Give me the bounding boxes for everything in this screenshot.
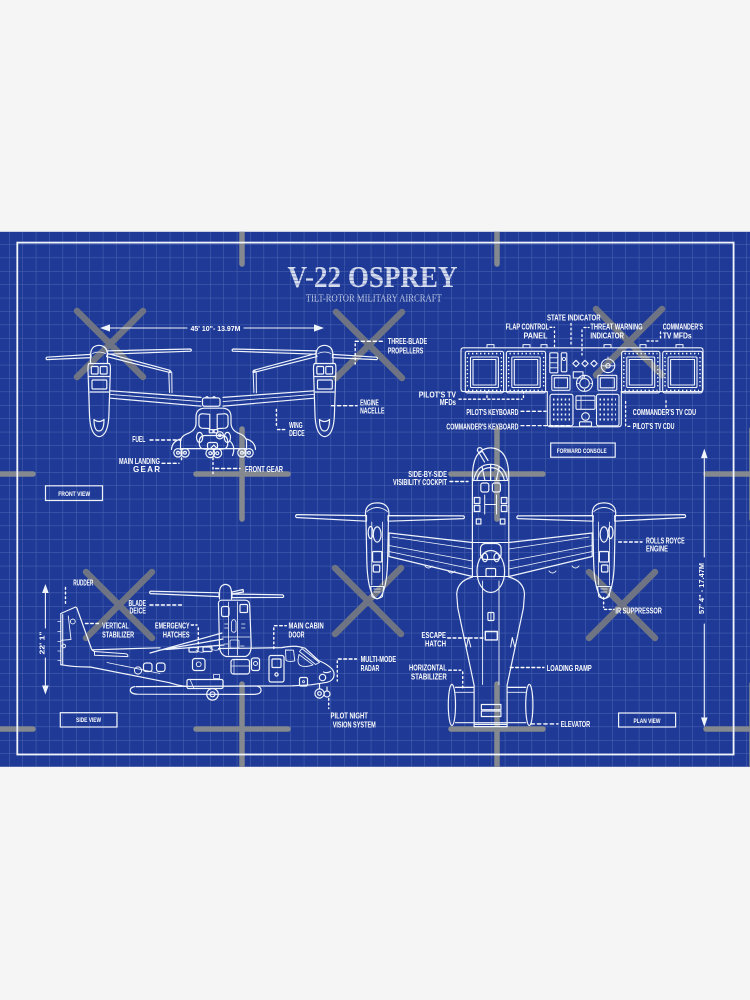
svg-text:DEICE: DEICE	[130, 607, 147, 616]
svg-text:PILOT'S TV CDU: PILOT'S TV CDU	[633, 422, 675, 431]
svg-text:IR SUPPRESSOR: IR SUPPRESSOR	[615, 606, 662, 615]
svg-text:PROPELLERS: PROPELLERS	[388, 347, 424, 356]
svg-text:INDICATOR: INDICATOR	[590, 332, 624, 341]
svg-text:TV MFDs: TV MFDs	[663, 332, 692, 341]
svg-text:22' 1": 22' 1"	[38, 631, 47, 655]
svg-text:DOOR: DOOR	[289, 631, 305, 640]
svg-text:HORIZONTAL: HORIZONTAL	[409, 664, 447, 673]
svg-text:SIDE-BY-SIDE: SIDE-BY-SIDE	[408, 470, 447, 479]
svg-text:LOADING RAMP: LOADING RAMP	[547, 664, 592, 673]
svg-text:SIDE VIEW: SIDE VIEW	[76, 717, 101, 724]
svg-text:VERTICAL: VERTICAL	[102, 621, 129, 630]
svg-text:WING: WING	[289, 421, 303, 430]
svg-text:COMMANDER'S: COMMANDER'S	[663, 322, 704, 331]
svg-text:MULTI-MODE: MULTI-MODE	[361, 655, 397, 664]
svg-text:MAIN CABIN: MAIN CABIN	[289, 622, 324, 631]
svg-text:DEICE: DEICE	[289, 429, 305, 438]
svg-text:THREE-BLADE: THREE-BLADE	[388, 337, 428, 346]
svg-text:45' 10"- 13.97M: 45' 10"- 13.97M	[191, 324, 241, 333]
svg-text:COMMANDER'S KEYBOARD: COMMANDER'S KEYBOARD	[446, 422, 518, 431]
svg-text:RADAR: RADAR	[361, 664, 380, 673]
svg-text:GEAR: GEAR	[133, 465, 160, 474]
svg-text:ENGINE: ENGINE	[360, 398, 379, 407]
svg-text:FUEL: FUEL	[132, 435, 145, 444]
svg-text:FLAP CONTROL: FLAP CONTROL	[506, 322, 549, 331]
svg-text:PILOT'S KEYBOARD: PILOT'S KEYBOARD	[466, 408, 518, 417]
svg-text:HATCH: HATCH	[425, 639, 446, 648]
svg-text:VISION SYSTEM: VISION SYSTEM	[333, 721, 376, 730]
svg-text:MAIN LANDING: MAIN LANDING	[119, 457, 160, 466]
svg-text:ELEVATOR: ELEVATOR	[561, 720, 591, 729]
svg-text:NACELLE: NACELLE	[360, 406, 385, 415]
svg-text:COMMANDER'S TV CDU: COMMANDER'S TV CDU	[633, 408, 696, 417]
svg-text:PILOT'S TV: PILOT'S TV	[419, 391, 457, 400]
svg-text:ENGINE: ENGINE	[646, 544, 668, 553]
svg-text:BLADE: BLADE	[129, 599, 147, 608]
svg-text:PANEL: PANEL	[524, 332, 548, 341]
svg-text:ROLLS ROYCE: ROLLS ROYCE	[646, 536, 685, 545]
svg-text:MFDs: MFDs	[440, 398, 457, 407]
svg-text:STATE INDICATOR: STATE INDICATOR	[547, 313, 601, 322]
svg-text:FRONT VIEW: FRONT VIEW	[58, 491, 90, 498]
svg-text:THREAT WARNING: THREAT WARNING	[590, 322, 642, 331]
svg-text:PLAN VIEW: PLAN VIEW	[634, 718, 661, 725]
svg-text:STABILIZER: STABILIZER	[411, 672, 447, 681]
svg-text:HATCHES: HATCHES	[163, 630, 190, 639]
svg-text:PILOT NIGHT: PILOT NIGHT	[331, 712, 368, 721]
svg-text:STABILIZER: STABILIZER	[102, 630, 134, 639]
svg-text:57' 4" - 17.47M: 57' 4" - 17.47M	[697, 563, 706, 614]
svg-text:VISIBILITY COCKPIT: VISIBILITY COCKPIT	[393, 478, 447, 487]
svg-text:FRONT GEAR: FRONT GEAR	[245, 465, 283, 474]
svg-text:FORWARD CONSOLE: FORWARD CONSOLE	[557, 448, 607, 455]
svg-text:RUDDER: RUDDER	[73, 578, 93, 587]
svg-text:EMERGENCY: EMERGENCY	[155, 621, 190, 630]
svg-text:TILT-ROTOR MILITARY AIRCRAFT: TILT-ROTOR MILITARY AIRCRAFT	[306, 294, 442, 305]
svg-text:ESCAPE: ESCAPE	[422, 631, 447, 640]
